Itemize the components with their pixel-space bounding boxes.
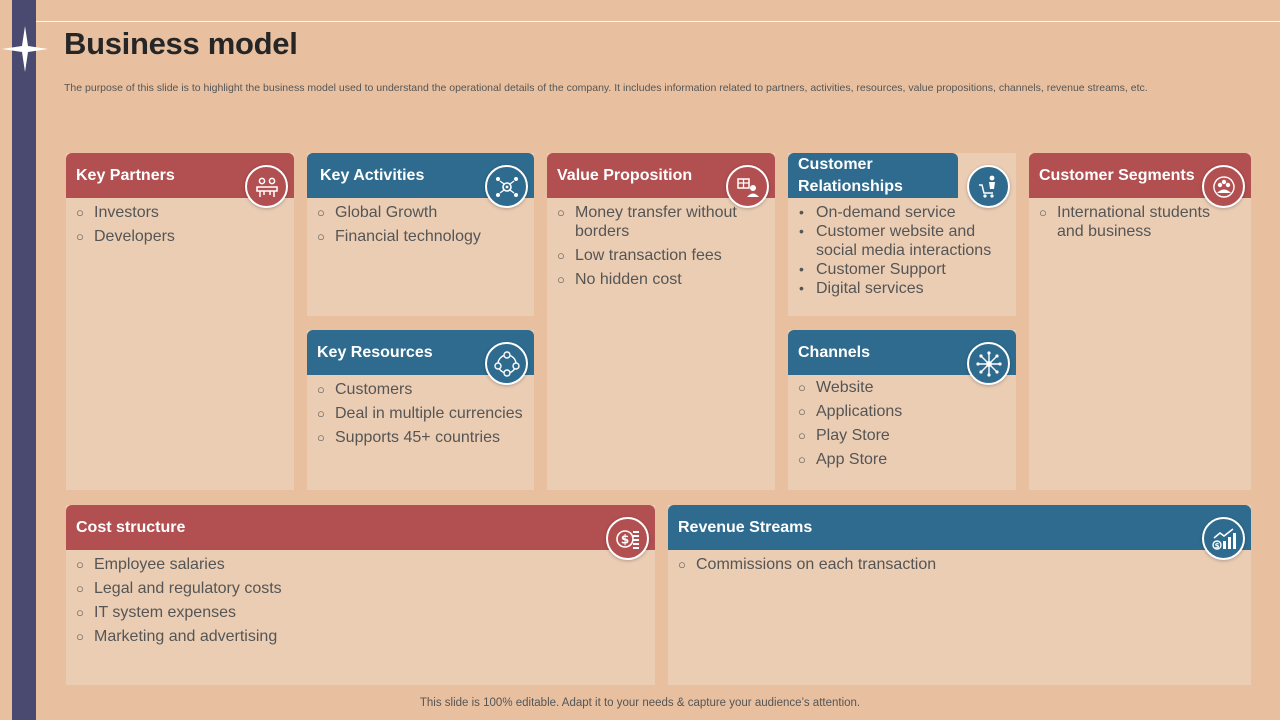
card-key-activities-title: Key Activities	[307, 153, 534, 198]
list-item: •Customer website and social media inter…	[799, 223, 992, 259]
meeting-icon	[245, 165, 288, 208]
revenue-streams-list: ○Commissions on each transaction	[668, 555, 1251, 579]
list-item: ○Financial technology	[317, 228, 481, 245]
shopping-cart-user-icon	[967, 165, 1010, 208]
card-revenue-streams-title: Revenue Streams	[668, 505, 1251, 550]
list-item: ○Customers	[317, 381, 413, 398]
list-item: ○App Store	[798, 451, 888, 468]
hub-network-icon	[967, 342, 1010, 385]
card-cost-structure: Cost structure $ ○Employee salaries ○Leg…	[66, 505, 655, 685]
svg-text:$: $	[1214, 541, 1219, 549]
list-item: ○Legal and regulatory costs	[76, 580, 282, 597]
top-divider-line	[36, 21, 1280, 22]
list-item: •On-demand service	[799, 204, 956, 221]
list-item: ○Investors	[76, 204, 159, 221]
list-item: ○Play Store	[798, 427, 890, 444]
list-item: ○Developers	[76, 228, 175, 245]
list-item: ○No hidden cost	[557, 271, 682, 288]
list-item: ○Marketing and advertising	[76, 628, 278, 645]
list-item: •Customer Support	[799, 261, 946, 278]
key-partners-list: ○Investors ○Developers	[66, 203, 294, 251]
card-key-partners: Key Partners ○Investors ○Developers	[66, 153, 294, 490]
customer-segments-list: ○International students and business	[1029, 203, 1251, 246]
card-cost-structure-title: Cost structure	[66, 505, 655, 550]
resources-cycle-icon	[485, 342, 528, 385]
gift-user-icon	[726, 165, 769, 208]
left-accent-bar	[12, 0, 36, 720]
cost-structure-list: ○Employee salaries ○Legal and regulatory…	[66, 555, 655, 651]
list-item: ○Global Growth	[317, 204, 438, 221]
page-subtitle: The purpose of this slide is to highligh…	[64, 82, 1148, 94]
list-item: ○Low transaction fees	[557, 247, 722, 264]
card-key-resources: Key Resources ○Customers ○Deal in multip…	[307, 330, 534, 490]
card-channels: Channels ○Website ○Applications ○Play St…	[788, 330, 1016, 490]
list-item: ○IT system expenses	[76, 604, 236, 621]
list-item: ○Supports 45+ countries	[317, 429, 500, 446]
list-item: ○Money transfer without borders	[557, 204, 737, 240]
network-gear-icon	[485, 165, 528, 208]
key-activities-list: ○Global Growth ○Financial technology	[307, 203, 534, 251]
list-item: ○Deal in multiple currencies	[317, 405, 523, 422]
segments-people-icon	[1202, 165, 1245, 208]
list-item: •Digital services	[799, 280, 924, 297]
svg-text:$: $	[620, 532, 628, 546]
footer-note: This slide is 100% editable. Adapt it to…	[419, 697, 861, 709]
star-icon	[2, 26, 48, 72]
list-item: ○Commissions on each transaction	[678, 556, 937, 573]
channels-list: ○Website ○Applications ○Play Store ○App …	[788, 378, 1016, 474]
list-item: ○Employee salaries	[76, 556, 225, 573]
card-revenue-streams: Revenue Streams $ ○Commissions on each t…	[668, 505, 1251, 685]
list-item: ○Applications	[798, 403, 903, 420]
key-resources-list: ○Customers ○Deal in multiple currencies …	[307, 380, 534, 447]
list-item: ○Website	[798, 379, 874, 396]
dollar-coins-icon: $	[606, 517, 649, 560]
list-item: ○International students and business	[1039, 204, 1210, 240]
card-key-activities: Key Activities ○Global Growth ○Financial…	[307, 153, 534, 316]
card-customer-relationships: Customer Relationships •On-demand servic…	[788, 153, 1016, 316]
page-title: Business model	[64, 26, 298, 61]
revenue-chart-icon: $	[1202, 517, 1245, 560]
value-proposition-list: ○Money transfer without borders ○Low tra…	[547, 203, 775, 294]
card-customer-relationships-title: Customer Relationships	[788, 153, 958, 198]
card-customer-segments: Customer Segments ○International student…	[1029, 153, 1251, 490]
card-value-proposition: Value Proposition ○Money transfer withou…	[547, 153, 775, 490]
customer-relationships-list: •On-demand service •Customer website and…	[788, 203, 1016, 298]
